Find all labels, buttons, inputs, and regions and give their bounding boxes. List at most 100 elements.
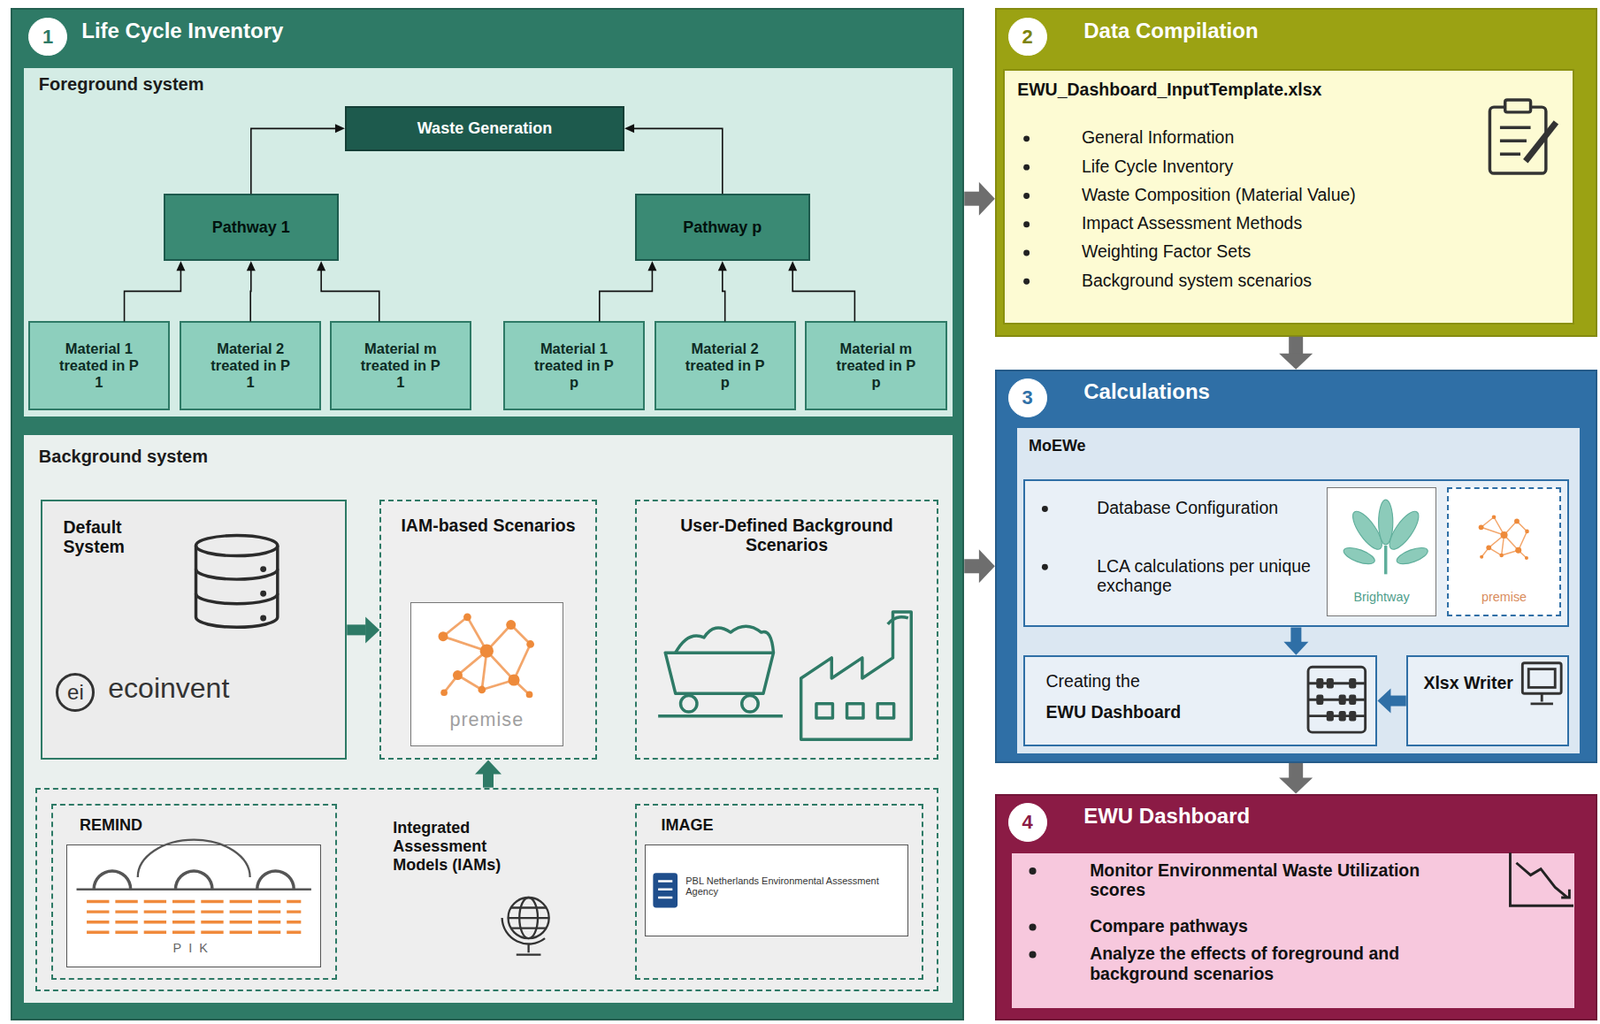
label-text: 3	[1022, 386, 1034, 409]
logo-box: premise	[1446, 487, 1562, 616]
system-box: Default Systemeiecoinvent	[40, 499, 347, 760]
connector-arrow	[964, 549, 996, 583]
arrow-head	[1278, 353, 1313, 370]
arrow-shaft	[792, 270, 855, 322]
arrow-head	[365, 616, 380, 644]
logo-box: PBL Netherlands Environmental Assessment…	[644, 844, 909, 937]
label-text: Material 2 treated in P 1	[209, 340, 291, 391]
section-panel: EWU Dashboard 4Monitor Environmental Wast…	[995, 794, 1598, 1021]
arrow-shaft	[964, 191, 980, 207]
output-box: Monitor Environmental Waste Utilization …	[1010, 851, 1577, 1011]
step-number: 1	[28, 17, 68, 57]
connector-arrow	[346, 616, 380, 644]
group-box: Background systemDefault Systemeiecoinve…	[22, 433, 954, 1005]
label-text: Compare pathways	[1089, 916, 1248, 936]
label-text: Impact Assessment Methods	[1081, 213, 1302, 233]
step-number: 3	[1008, 378, 1048, 418]
model-box: IMAGEPBL Netherlands Environmental Asses…	[635, 803, 924, 980]
label-text: premise	[1446, 589, 1562, 605]
factory-icon	[801, 612, 912, 740]
label-text: General Information	[1081, 127, 1234, 147]
label-text: premise	[410, 709, 564, 732]
process-box: Pathway 1	[163, 193, 339, 261]
label-text: LCA calculations per unique exchange	[1096, 556, 1317, 597]
connector-arrow	[1377, 688, 1406, 714]
step-number: 2	[1008, 17, 1048, 57]
arrow-shaft	[124, 270, 182, 322]
arrow-shaft	[599, 270, 653, 322]
tool-box: MoEWeDatabase ConfigurationLCA calculati…	[1015, 426, 1582, 755]
step-number: 4	[1008, 803, 1048, 843]
label-text: 2	[1022, 25, 1034, 48]
arrow-head	[1377, 688, 1391, 714]
label-text: 1	[42, 25, 54, 48]
label-text: Analyze the effects of foreground and ba…	[1089, 943, 1432, 984]
label-text: Integrated Assessment Models (IAMs)	[392, 819, 524, 874]
label-text: Pathway p	[682, 218, 762, 238]
arrow-head	[718, 260, 728, 271]
label-text: EWU_Dashboard_InputTemplate.xlsx	[1017, 79, 1322, 100]
model-box: REMIND PIK	[51, 803, 337, 980]
label-text: IAM-based Scenarios	[390, 515, 588, 536]
label-text: EWU Dashboard	[1083, 803, 1250, 829]
label-text: PIK	[66, 941, 322, 957]
premise-logo	[1478, 514, 1530, 559]
label-text: Xlsx Writer	[1423, 673, 1517, 693]
label-text: 4	[1022, 811, 1034, 834]
database-icon	[196, 535, 278, 628]
connector-arrow	[788, 260, 855, 322]
label-text: REMIND	[79, 816, 143, 835]
label-text: User-Defined Background Scenarios	[663, 515, 911, 556]
process-box: Pathway p	[635, 193, 811, 261]
arrow-shaft	[722, 270, 726, 322]
label-text: EWU Dashboard	[1046, 702, 1182, 722]
clipboard-icon	[1489, 99, 1556, 174]
arrow-head	[788, 260, 797, 271]
label-text: Monitor Environmental Waste Utilization …	[1089, 860, 1442, 901]
logo-box: PIK	[66, 844, 322, 967]
connector-arrow	[474, 759, 502, 788]
label-text: PBL Netherlands Environmental Assessment…	[685, 875, 900, 898]
label-text: Material 1 treated in P p	[533, 340, 615, 391]
connector-arrow	[1278, 336, 1313, 370]
arrow-head	[246, 260, 256, 271]
material-box: Material m treated in P p	[804, 321, 947, 410]
label-text: ecoinvent	[107, 672, 230, 705]
brightway-logo	[1341, 499, 1430, 575]
material-box: Material 2 treated in P 1	[179, 321, 322, 410]
arrow-shaft	[1288, 336, 1303, 354]
remind-logo	[76, 840, 312, 934]
process-box: Database ConfigurationLCA calculations p…	[1023, 479, 1570, 628]
arrow-shaft	[964, 558, 980, 574]
label-text: Material m treated in P p	[834, 340, 917, 391]
material-box: Material 1 treated in P p	[503, 321, 645, 410]
connector-arrow	[251, 123, 345, 194]
connector-arrow	[1278, 763, 1313, 795]
material-box: Material 1 treated in P 1	[28, 321, 169, 410]
arrow-head	[1283, 642, 1309, 656]
abacus-icon	[1308, 666, 1366, 733]
arrow-shaft	[346, 624, 366, 636]
arrow-head	[1278, 778, 1313, 795]
label-text: Calculations	[1083, 379, 1210, 405]
label-text: Material m treated in P 1	[359, 340, 442, 391]
database-dots	[260, 566, 267, 621]
premise-logo	[438, 612, 536, 698]
arrow-shaft	[249, 270, 252, 322]
label-text: Material 1 treated in P 1	[58, 340, 140, 391]
arrow-shaft	[482, 773, 494, 789]
pbl-crest	[652, 872, 678, 908]
section-panel: Calculations 3MoEWeDatabase Configuration…	[995, 369, 1598, 764]
connector-arrow	[718, 260, 728, 322]
label-text: Data Compilation	[1083, 18, 1258, 44]
process-box: Waste Generation	[344, 106, 625, 152]
label-text: Material 2 treated in P p	[684, 340, 766, 391]
trend-chart-icon	[1509, 852, 1574, 906]
arrow-shaft	[1390, 696, 1407, 707]
scenario-box: IAM-based Scenarios premise	[379, 499, 598, 760]
arrow-shaft	[321, 270, 380, 322]
arrow-head	[624, 123, 635, 133]
arrow-head	[979, 549, 996, 583]
material-box: Material m treated in P 1	[329, 321, 472, 410]
material-box: Material 2 treated in P p	[654, 321, 797, 410]
